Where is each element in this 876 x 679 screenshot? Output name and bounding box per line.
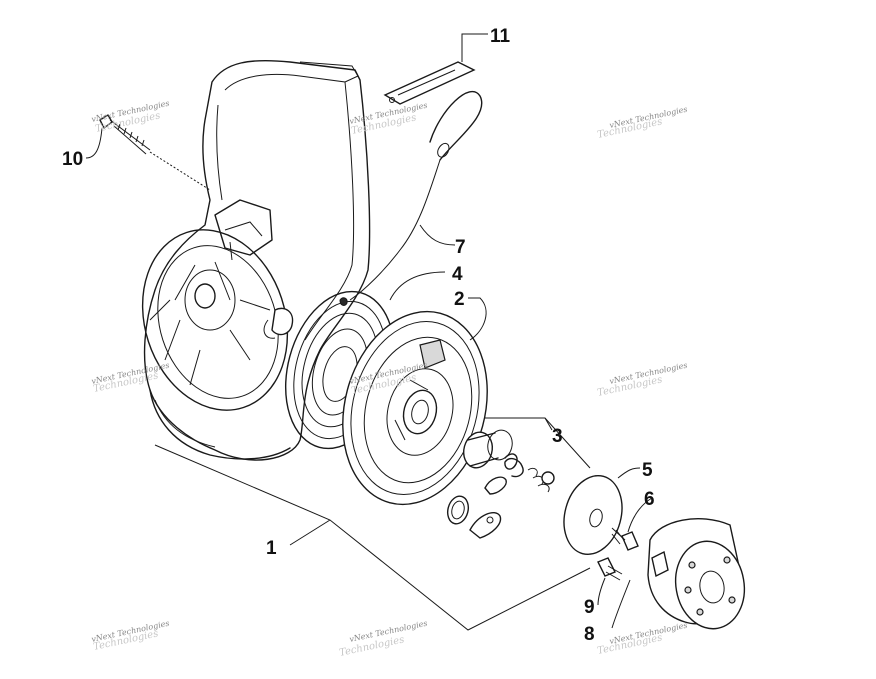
decal-plate-11 bbox=[383, 33, 488, 105]
watermarks: Technologies vNext Technologies Technolo… bbox=[91, 99, 689, 659]
callout-1: 1 bbox=[266, 538, 277, 559]
assembly-bracket-1 bbox=[154, 444, 591, 631]
callout-2: 2 bbox=[454, 289, 465, 310]
bolt-9 bbox=[597, 557, 623, 606]
rope-pulley-2 bbox=[342, 297, 488, 506]
callout-4: 4 bbox=[452, 264, 463, 285]
callout-8: 8 bbox=[584, 624, 595, 645]
callout-6: 6 bbox=[644, 489, 655, 510]
bolt-6 bbox=[611, 497, 653, 551]
callout-3: 3 bbox=[552, 426, 563, 447]
starter-housing bbox=[141, 59, 371, 461]
bolt-10 bbox=[99, 114, 211, 191]
pawl-kit-3 bbox=[446, 417, 591, 539]
callout-5: 5 bbox=[642, 460, 653, 481]
callout-10: 10 bbox=[62, 149, 83, 170]
callout-7: 7 bbox=[455, 237, 466, 258]
starter-cup-8 bbox=[611, 518, 746, 630]
callout-11: 11 bbox=[490, 26, 511, 47]
starter-rope-7 bbox=[349, 90, 483, 301]
washer-5 bbox=[563, 467, 641, 556]
callout-9: 9 bbox=[584, 597, 595, 618]
